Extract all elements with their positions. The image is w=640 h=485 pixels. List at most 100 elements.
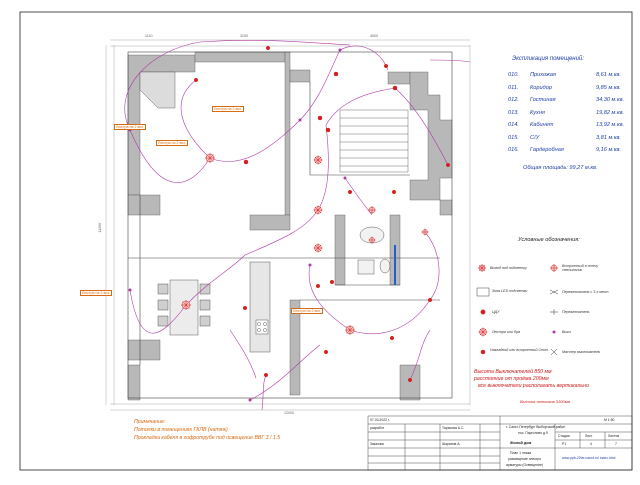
switch-5 (308, 263, 312, 267)
room-name: Кухня (530, 109, 545, 116)
walls (127, 51, 453, 401)
light-bath (368, 236, 376, 244)
tag-chandelier-3: Люстра на 2 вкл. (80, 290, 113, 296)
stamp-sheet-h: Лист (585, 434, 593, 438)
heights-line1: Высота Выключателей 850 мм (474, 369, 552, 375)
room-name: Гардеробная (530, 147, 564, 153)
stamp-stage-h: Стадия (558, 434, 570, 438)
room-name: Коридор (530, 84, 552, 91)
spot-11 (389, 335, 395, 341)
spot-6 (347, 189, 353, 195)
fixtures (181, 45, 451, 383)
spot-10 (427, 297, 433, 303)
light-wardrobe (421, 228, 429, 236)
chandelier-study (345, 325, 355, 335)
room-area: 13,92 м.кв. (596, 122, 625, 128)
sheet-frame (19, 11, 633, 471)
wall-bottom-left-stub (127, 339, 161, 361)
stamp-date: 07.03.2022 г. (370, 418, 390, 422)
heights-line4: Высота потолков 3300мм (520, 399, 571, 404)
spot-5 (392, 85, 398, 91)
legend-symbols (476, 264, 559, 356)
legend-sym-master (550, 348, 558, 356)
stamp-checker-role: Заказчик (370, 442, 384, 446)
switch-3 (298, 118, 302, 122)
spot-12 (263, 372, 269, 378)
wall-top-mid (194, 51, 286, 63)
spot-8 (329, 279, 335, 285)
chandelier-entry (313, 243, 323, 253)
legend-label-switch2: Переключатель (562, 310, 590, 314)
spot-15 (383, 63, 389, 69)
wall-right-top (409, 71, 453, 201)
switch-2 (128, 288, 132, 292)
room-area: 19,82 м.кв. (596, 109, 625, 116)
wall-bottom-mid (289, 299, 301, 396)
room-number: 010. (508, 72, 519, 78)
spot-17 (315, 283, 321, 289)
tag-chandelier-2: Люстра на 2 вкл. (212, 106, 245, 112)
chandelier-corridor (313, 155, 323, 165)
dim-left-total: 11300 (98, 222, 103, 233)
spot-4 (333, 71, 339, 77)
wall-bath-left (334, 214, 346, 286)
stamp-stage: Р1 (562, 442, 567, 446)
room-number: 011. (508, 84, 519, 91)
chandelier-hall (313, 205, 323, 215)
spot-1 (243, 159, 249, 165)
room-number: 016. (508, 147, 519, 153)
dim-bottom-total: 12000 (284, 411, 294, 415)
switch-6 (343, 176, 347, 180)
legend-sym-cdu (480, 309, 486, 315)
explication-title: Экспликация помещений: (512, 56, 584, 62)
room-number: 015. (508, 134, 519, 141)
stamp-title1: План 1 этажа (510, 451, 532, 455)
legend-sym-vykl (552, 330, 556, 334)
wall-center-stub (249, 214, 291, 231)
notes-line2: Прокладка кабеля в гофротрубе под освеще… (134, 435, 281, 441)
tag-chandelier-1: Люстра на 2 вкл. (156, 140, 189, 146)
room-area: 9,16 м.кв. (596, 147, 621, 153)
spot-9 (242, 305, 248, 311)
room-number: 012. (508, 97, 519, 103)
heights-line2: расстояние от проёма 200мм (474, 376, 549, 382)
wiring (124, 40, 471, 411)
wall-lines (127, 51, 453, 399)
staircase (339, 109, 409, 173)
legend-label-master: Мастер выключатель (562, 350, 601, 354)
legend-sym-led (476, 287, 490, 297)
stamp-checker: Шарапов А. (442, 442, 461, 446)
room-area: 34,30 м.кв. (596, 97, 625, 103)
legend-label-sconce: Встроенный в стену светильник (562, 264, 599, 272)
legend-sym-sconce (550, 264, 558, 272)
wall-left-mid (127, 194, 161, 216)
spot-7 (391, 189, 397, 195)
dimension-lines (105, 39, 471, 411)
title-block (367, 415, 633, 471)
legend-sym-spot (480, 349, 486, 355)
stamp-scale: М 1:50 (604, 418, 615, 422)
room-number: 014. (508, 122, 519, 128)
wall-bl-vert (127, 364, 141, 401)
tag-chandelier-5: Люстра на 2 вкл. (114, 124, 147, 130)
sconce-stair (368, 206, 376, 214)
stamp-address1: г. Санкт-Петербург Выборгский район (506, 425, 566, 429)
room-area: 8,61 м.кв. (596, 72, 621, 78)
spot-16 (445, 162, 451, 168)
legend-label-vykl: Выкл (562, 330, 571, 334)
legend-sym-switch3 (549, 289, 559, 295)
notes-title: Примечание: (134, 419, 166, 425)
spot-3 (325, 127, 331, 133)
chandelier-kitchen (181, 300, 191, 310)
stamp-object: Жилой дом (510, 441, 532, 445)
spot-13 (193, 77, 199, 83)
room-name: С/У (530, 134, 540, 141)
legend-label-recessed: Накладной или встроенный Спот (490, 348, 549, 352)
wall-r2 (439, 199, 453, 216)
spot-18 (407, 377, 413, 383)
room-area: 9,85 м.кв. (596, 84, 621, 91)
wall-br (399, 364, 421, 401)
stamp-designer-role: разработ (370, 426, 385, 430)
legend-sym-chandelier (478, 327, 488, 337)
